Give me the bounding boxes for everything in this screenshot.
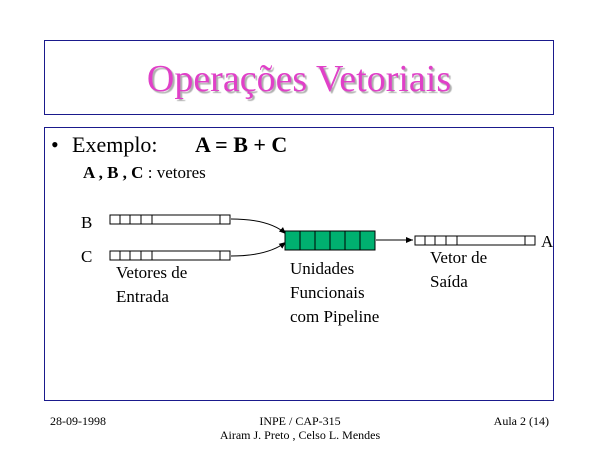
arrow-c-to-pipeline — [230, 241, 287, 257]
functional-units-label: Unidades Funcionais com Pipeline — [290, 259, 380, 326]
equation-text: A = B + C — [195, 132, 288, 157]
arrow-b-to-pipeline — [230, 218, 287, 235]
footer-center: INPE / CAP-315 Airam J. Preto , Celso L.… — [200, 414, 400, 442]
vectors-names: A , B , C — [83, 163, 144, 182]
footer-authors: Airam J. Preto , Celso L. Mendes — [219, 428, 381, 442]
label-c: C — [81, 247, 93, 266]
example-label: Exemplo: — [72, 132, 158, 157]
vectors-suffix: : vetores — [143, 163, 206, 182]
footer-page-number: Aula 2 (14) — [493, 414, 549, 428]
footer-course: INPE / CAP-315 — [259, 414, 341, 428]
vector-b-register — [109, 214, 231, 225]
footer-date: 28-09-1998 — [50, 414, 106, 428]
bullet-marker: • — [51, 132, 59, 157]
output-vector-label: Vetor de Saída — [430, 248, 488, 291]
content-frame — [44, 127, 554, 401]
pipeline-units — [284, 230, 376, 251]
vector-a-register — [414, 235, 536, 246]
label-b: B — [81, 213, 93, 232]
slide-title: Operações Vetoriais — [146, 58, 452, 100]
vector-c-register — [109, 250, 231, 261]
title-frame: Operações Vetoriais — [44, 40, 554, 115]
vectors-definition: A , B , C : vetores — [83, 163, 206, 183]
label-a: A — [541, 232, 554, 251]
input-vectors-label: Vetores de Entrada — [116, 263, 188, 306]
